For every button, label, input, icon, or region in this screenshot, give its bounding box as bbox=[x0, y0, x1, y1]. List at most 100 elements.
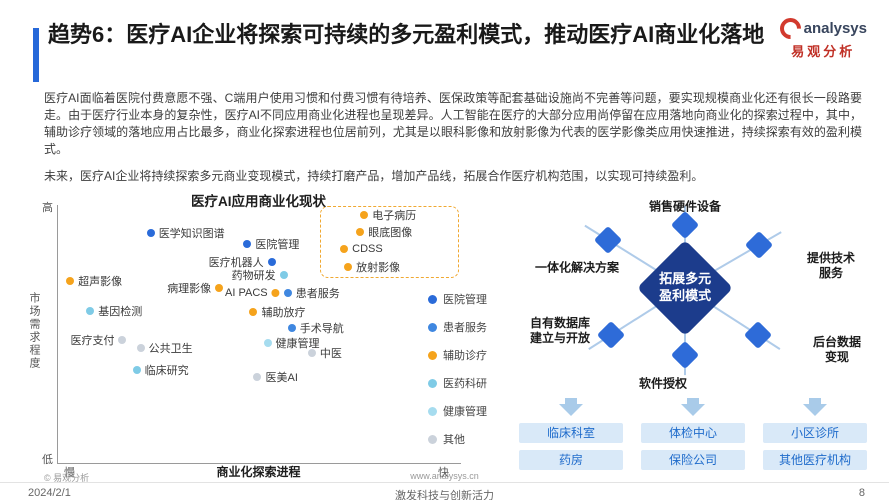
scatter-point: 病理影像 bbox=[167, 280, 224, 296]
title-accent-bar bbox=[33, 28, 39, 82]
scatter-point-label: 放射影像 bbox=[356, 261, 401, 274]
down-arrow-icon bbox=[519, 398, 623, 416]
footer-date: 2024/2/1 bbox=[28, 487, 71, 499]
footer-slogan: 激发科技与创新活力 bbox=[395, 490, 494, 500]
scatter-point: 药物研发 bbox=[232, 267, 288, 283]
x-axis-title: 商业化探索进程 bbox=[216, 465, 301, 479]
chart-title: 医疗AI应用商业化现状 bbox=[191, 194, 326, 209]
legend-label: 其他 bbox=[443, 434, 465, 446]
legend-item: 健康管理 bbox=[428, 403, 487, 419]
scatter-point-dot bbox=[344, 262, 353, 271]
scatter-point-dot bbox=[287, 323, 296, 332]
channel-box: 小区诊所 bbox=[763, 423, 867, 443]
channel-box: 药房 bbox=[519, 450, 623, 470]
scatter-point: 公共卫生 bbox=[136, 340, 193, 356]
scatter-point-dot bbox=[263, 339, 272, 348]
scatter-point: 医美AI bbox=[253, 369, 298, 385]
scatter-point-label: 临床研究 bbox=[144, 365, 189, 378]
scatter-point-dot bbox=[66, 277, 75, 286]
scatter-point-dot bbox=[356, 228, 365, 237]
scatter-point-label: 辅助放疗 bbox=[261, 307, 306, 320]
scatter-point: 电子病历 bbox=[360, 207, 416, 223]
scatter-point-dot bbox=[271, 288, 280, 297]
scatter-point-label: 手术导航 bbox=[299, 322, 344, 335]
scatter-point-dot bbox=[340, 244, 349, 253]
scatter-point-dot bbox=[86, 306, 95, 315]
copyright-text: © 易观分析 bbox=[44, 473, 90, 483]
scatter-point-dot bbox=[307, 349, 316, 358]
scatter-point-label: 医疗机器人 bbox=[208, 256, 264, 269]
legend-dot bbox=[428, 350, 437, 360]
down-arrow-icon bbox=[641, 398, 745, 416]
down-arrows-row bbox=[519, 398, 867, 416]
network-node-label: 自有数据库 建立与开放 bbox=[529, 316, 591, 345]
scatter-point-dot bbox=[253, 372, 262, 381]
scatter-point: 健康管理 bbox=[263, 335, 320, 351]
network-node-label: 提供技术服务 bbox=[806, 251, 855, 280]
scatter-point-dot bbox=[146, 229, 155, 238]
legend-dot bbox=[428, 294, 437, 304]
legend-item: 患者服务 bbox=[428, 319, 487, 335]
legend-item: 其他 bbox=[428, 431, 487, 447]
scatter-point-dot bbox=[243, 239, 252, 248]
logo-row: analysys bbox=[775, 13, 867, 44]
channel-box: 其他医疗机构 bbox=[763, 450, 867, 470]
logo-name-text: analysys bbox=[803, 20, 867, 37]
website-text: www.analysys.cn bbox=[410, 471, 479, 481]
network-center-label: 拓展多元 盈利模式 bbox=[658, 271, 712, 303]
y-axis-min-label: 低 bbox=[42, 454, 53, 466]
page-title: 趋势6：医疗AI企业将探索可持续的多元盈利模式，推动医疗AI商业化落地 bbox=[48, 22, 765, 47]
intro-paragraph-2: 未来，医疗AI企业将持续探索多元商业变现模式，持续打磨产品，增加产品线，拓展合作… bbox=[44, 169, 704, 184]
scatter-point-label: 病理影像 bbox=[167, 282, 212, 295]
legend-label: 健康管理 bbox=[443, 406, 487, 418]
channel-box: 临床科室 bbox=[519, 423, 623, 443]
legend-item: 医院管理 bbox=[428, 291, 487, 307]
scatter-point-label: 患者服务 bbox=[295, 287, 340, 300]
scatter-point: 患者服务 bbox=[283, 285, 340, 301]
scatter-point: CDSS bbox=[340, 243, 383, 255]
legend-label: 医药科研 bbox=[443, 378, 487, 390]
y-axis-title: 市场需求程度 bbox=[28, 292, 40, 370]
legend-dot bbox=[428, 406, 437, 416]
scatter-point-label: 超声影像 bbox=[78, 276, 123, 289]
logo-chinese-text: 易观分析 bbox=[791, 44, 856, 59]
channel-box: 保险公司 bbox=[641, 450, 745, 470]
scatter-point-label: 健康管理 bbox=[275, 338, 320, 351]
scatter-point-label: 药物研发 bbox=[231, 269, 276, 282]
y-axis-max-label: 高 bbox=[42, 202, 53, 214]
channel-box: 体检中心 bbox=[641, 423, 745, 443]
legend-dot bbox=[428, 378, 437, 388]
down-arrow-icon bbox=[763, 398, 867, 416]
legend-item: 辅助诊疗 bbox=[428, 347, 487, 363]
analysys-logo-icon bbox=[775, 13, 805, 44]
scatter-point-dot bbox=[360, 211, 369, 220]
scatter-point-label: CDSS bbox=[352, 242, 383, 255]
scatter-point: 放射影像 bbox=[344, 259, 400, 275]
scatter-point: 超声影像 bbox=[66, 273, 122, 289]
scatter-point-dot bbox=[215, 283, 224, 292]
scatter-point-dot bbox=[267, 257, 276, 266]
legend-dot bbox=[428, 434, 437, 444]
profit-model-diagram: 拓展多元 盈利模式 销售硬件设备一体化解决方案提供技术服务自有数据库 建立与开放… bbox=[500, 192, 889, 407]
scatter-point: 眼底图像 bbox=[356, 224, 412, 240]
legend-label: 辅助诊疗 bbox=[443, 350, 487, 362]
scatter-point: 手术导航 bbox=[287, 320, 344, 336]
scatter-point-label: 医院管理 bbox=[255, 238, 300, 251]
scatter-point: 医学知识图谱 bbox=[146, 225, 225, 241]
scatter-point-label: AI PACS bbox=[225, 286, 268, 299]
channel-boxes-grid: 临床科室体检中心小区诊所药房保险公司其他医疗机构 bbox=[519, 423, 867, 470]
legend-item: 医药科研 bbox=[428, 375, 487, 391]
scatter-point: 医疗支付 bbox=[70, 332, 127, 348]
intro-paragraph-1: 医疗AI面临着医院付费意愿不强、C端用户使用习惯和付费习惯有待培养、医保政策等配… bbox=[44, 91, 862, 157]
scatter-point-dot bbox=[132, 366, 141, 375]
network-node-label: 一体化解决方案 bbox=[534, 260, 620, 275]
scatter-point-dot bbox=[279, 270, 288, 279]
scatter-point: 医院管理 bbox=[243, 236, 299, 252]
scatter-point-dot bbox=[136, 344, 145, 353]
scatter-point-label: 医疗支付 bbox=[70, 335, 115, 348]
legend-label: 医院管理 bbox=[443, 294, 487, 306]
scatter-point: 辅助放疗 bbox=[249, 304, 305, 320]
chart-legend: 医院管理患者服务辅助诊疗医药科研健康管理其他 bbox=[428, 291, 487, 459]
scatter-point-label: 电子病历 bbox=[372, 210, 417, 223]
analysys-logo: analysys 易观分析 bbox=[775, 13, 867, 60]
